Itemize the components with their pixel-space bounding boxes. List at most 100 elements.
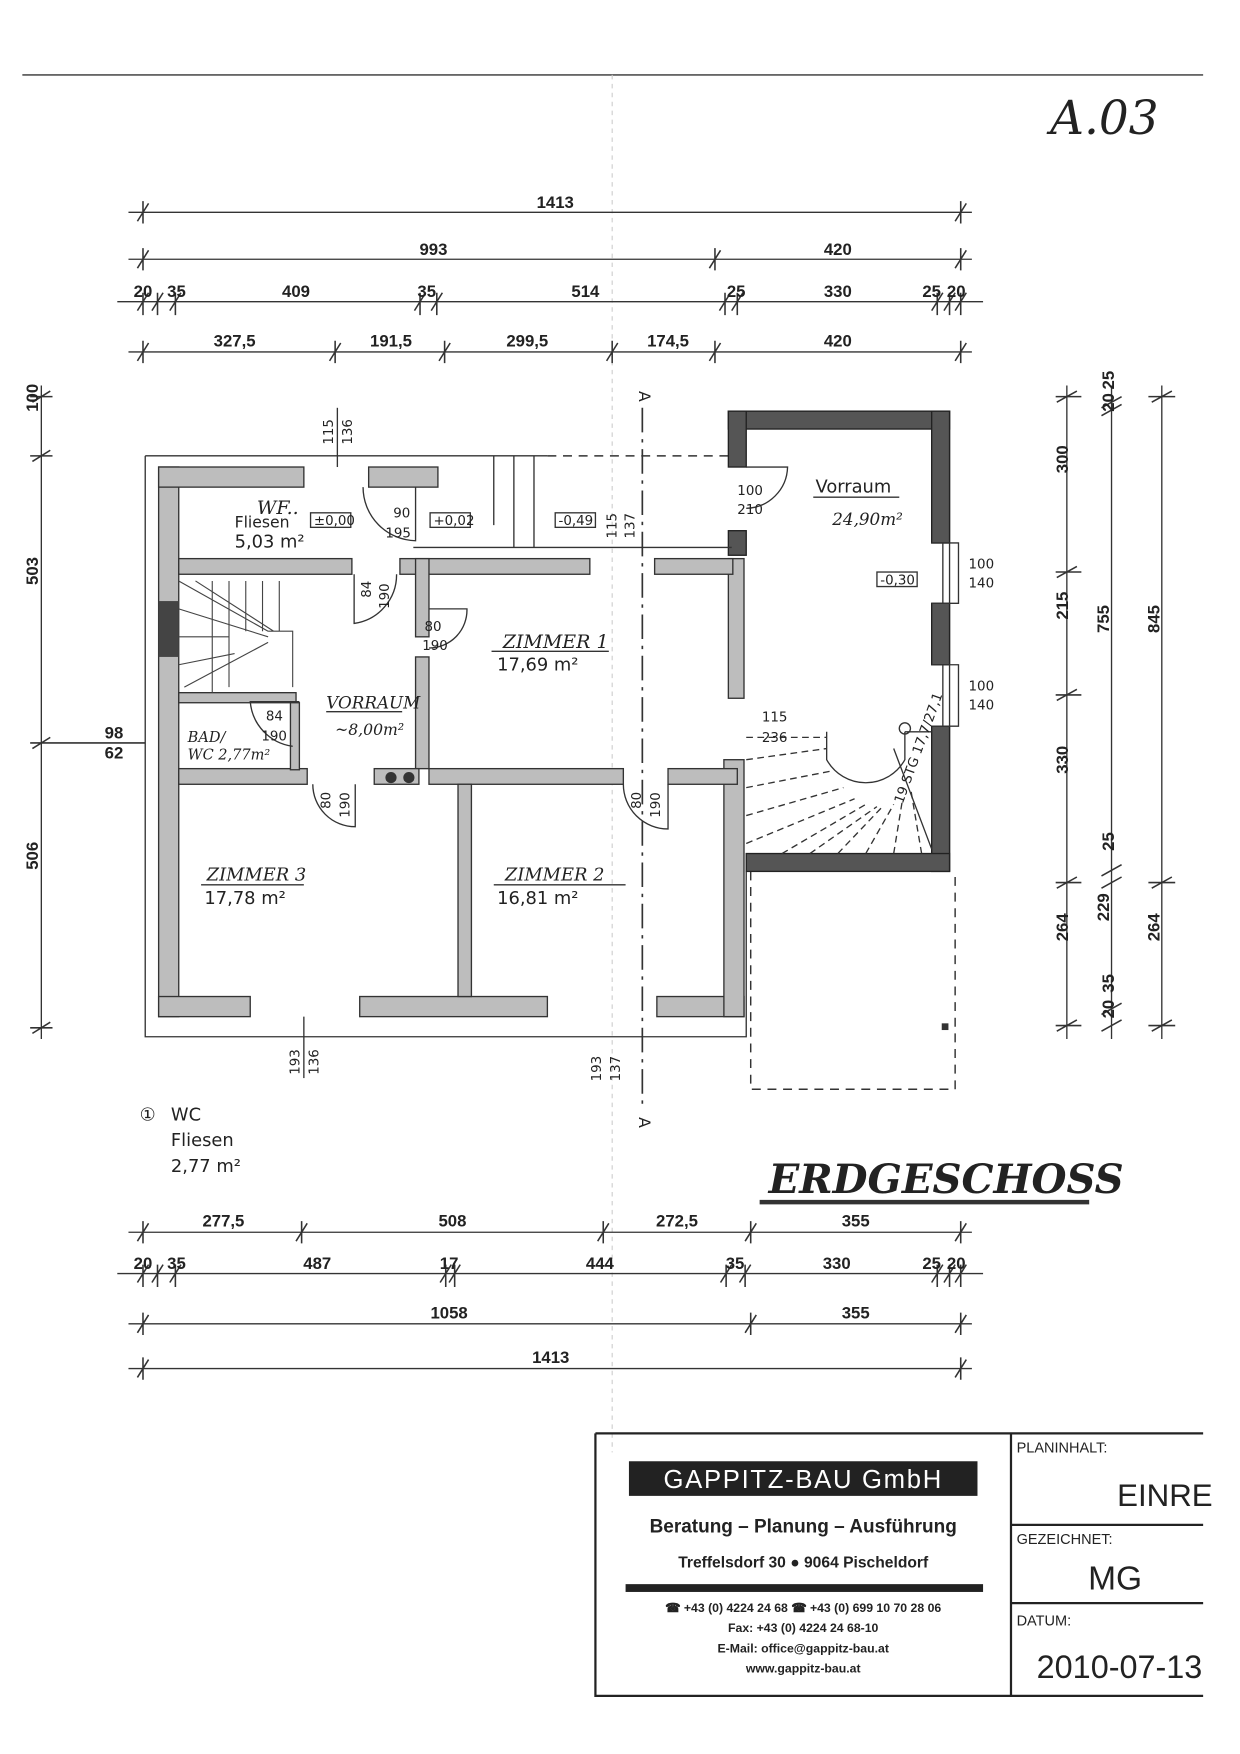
opening-height: 190 (649, 792, 664, 818)
opening-height: 190 (339, 792, 354, 818)
room-area-zimmer1: 17,69 m² (497, 654, 578, 675)
opening-height: 137 (624, 513, 639, 539)
room-area-zimmer2: 16,81 m² (497, 888, 578, 909)
dim-label: 35 (417, 282, 436, 301)
dim-label: 25 (1099, 832, 1118, 851)
dim-label: 98 (105, 723, 124, 742)
opening-width: 193 (288, 1049, 303, 1075)
dim-label: 20 (134, 1254, 153, 1273)
dim-label: 62 (105, 744, 124, 763)
room-name-zimmer3: ZIMMER 3 (206, 864, 307, 885)
room-area-zimmer3: 17,78 m² (204, 888, 285, 909)
opening-height: 140 (969, 577, 995, 592)
dim-label: 755 (1094, 605, 1113, 633)
opening-width: 84 (266, 710, 283, 725)
drawing-title: ERDGESCHOSS (768, 1156, 1124, 1203)
staircase-right (745, 722, 933, 855)
dim-label: 506 (23, 842, 42, 870)
door-swings (249, 455, 789, 830)
company-address: Treffelsdorf 30 ● 9064 Pischeldorf (678, 1554, 929, 1571)
room-area-wf: 5,03 m² (235, 531, 305, 552)
opening-height: 136 (307, 1049, 322, 1075)
dim-label: 215 (1053, 592, 1072, 620)
dim-label: 327,5 (214, 331, 256, 350)
chimney (158, 601, 179, 657)
datum-label: DATUM: (1017, 1613, 1072, 1629)
dim-label: 229 (1094, 893, 1113, 921)
room-floor-wf: Fliesen (235, 512, 290, 531)
dim-label: 25 (922, 1254, 941, 1273)
opening-width: 100 (969, 679, 995, 694)
dim-label: 993 (419, 240, 447, 259)
dim-label: 514 (571, 282, 600, 301)
dim-label: 355 (842, 1212, 870, 1231)
legend-marker: ① (140, 1105, 156, 1126)
dim-label: 508 (438, 1212, 466, 1231)
dim-label: 1413 (537, 193, 574, 212)
opening-width: 80 (630, 792, 645, 809)
opening-labels: 115 136 115 137 90 195 84 190 80 190 84 … (261, 407, 995, 1082)
level-marker: -0,30 (880, 573, 915, 588)
dim-label: 264 (1053, 913, 1072, 942)
level-marker: +0,02 (433, 514, 474, 529)
top-dimensions: 1413 993 420 20 35 409 35 514 25 330 25 … (117, 193, 984, 364)
dim-label: 330 (1053, 746, 1072, 774)
dim-label: 264 (1144, 913, 1163, 942)
dim-label: 444 (586, 1254, 615, 1273)
dim-label: 1413 (532, 1348, 569, 1367)
room-legend: ① WC Fliesen 2,77 m² (140, 1105, 241, 1177)
opening-height: 136 (341, 419, 356, 445)
level-marker: -0,49 (559, 514, 594, 529)
legend-room-name: WC (171, 1105, 201, 1126)
dim-label: 487 (303, 1254, 331, 1273)
room-area-bad: WC 2,77m² (188, 748, 271, 764)
dim-label: 35 (167, 1254, 186, 1273)
dim-label: 100 (23, 384, 42, 412)
opening-width: 115 (322, 419, 337, 445)
dim-label: 35 (167, 282, 186, 301)
right-dimensions: 300 215 330 264 25 20 755 25 229 35 20 8… (1053, 371, 1176, 1039)
opening-height: 210 (737, 503, 763, 518)
opening-width: 84 (360, 581, 375, 598)
opening-height: 195 (385, 526, 411, 541)
opening-width: 193 (590, 1056, 605, 1082)
left-dimensions: 100 503 506 98 62 (23, 384, 146, 1039)
dim-label: 20 (947, 282, 966, 301)
opening-width: 100 (969, 558, 995, 573)
opening-width: 115 (762, 711, 788, 726)
dim-label: 845 (1144, 605, 1163, 633)
dim-label: 174,5 (647, 331, 689, 350)
chimney-flues (385, 771, 415, 784)
room-area-vorraum-small: ~8,00m² (335, 720, 404, 739)
room-area-vorraum: 24,90m² (831, 509, 903, 529)
dim-label: 272,5 (656, 1212, 698, 1231)
dim-label: 330 (823, 1254, 851, 1273)
room-name-wf: WF.. (257, 497, 299, 519)
company-fax: Fax: +43 (0) 4224 24 68-10 (728, 1621, 879, 1635)
opening-height: 140 (969, 698, 995, 713)
opening-width: 115 (606, 513, 621, 539)
room-name-bad: BAD/ (187, 730, 228, 746)
planinhalt-label: PLANINHALT: (1017, 1440, 1108, 1456)
dim-label: 20 (1099, 1000, 1118, 1019)
opening-width: 80 (320, 792, 335, 809)
section-marker-bottom: A (635, 1117, 654, 1128)
dim-label: 300 (1053, 445, 1072, 473)
room-name-vorraum-small: VORRAUM (326, 692, 421, 712)
datum-value: 2010-07-13 (1037, 1649, 1203, 1685)
opening-height: 190 (422, 639, 448, 654)
opening-width: 100 (737, 484, 763, 499)
gezeichnet-value: MG (1088, 1561, 1142, 1598)
planinhalt-value: EINRE (1117, 1478, 1213, 1513)
dim-label: 420 (824, 240, 852, 259)
level-markers: ±0,00 +0,02 -0,49 -0,30 (309, 512, 918, 588)
dim-label: 17 (440, 1254, 459, 1273)
dim-label: 20 (947, 1254, 966, 1273)
room-name-zimmer2: ZIMMER 2 (504, 864, 605, 885)
legend-floor: Fliesen (171, 1130, 234, 1151)
dim-label: 299,5 (506, 331, 548, 350)
company-name: GAPPITZ-BAU GmbH (663, 1466, 942, 1494)
sheet-number: A.03 (1046, 91, 1158, 146)
opening-height: 236 (762, 731, 788, 746)
